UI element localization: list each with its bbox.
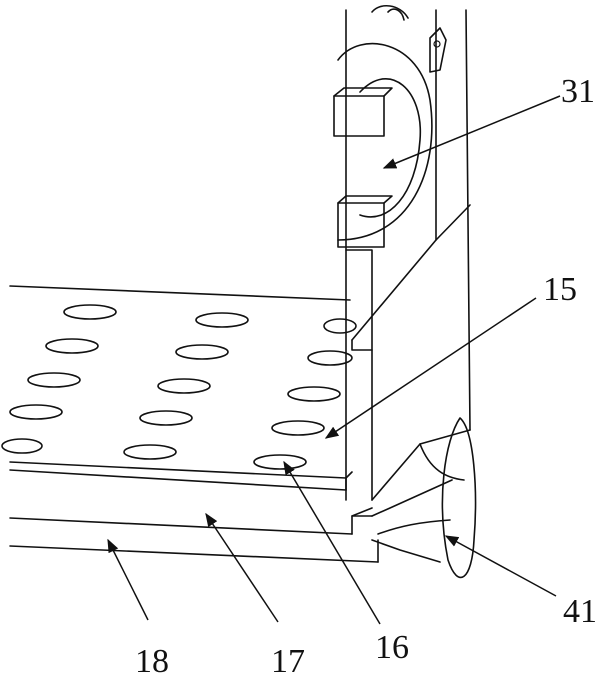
clamp-blocks [333,87,393,248]
label-18: 18 [135,643,169,680]
label-31: 31 [561,73,595,110]
lower-plate-17 [9,515,379,563]
label-41: 41 [563,593,597,630]
perforated-plate [9,285,353,491]
label-15: 15 [543,271,577,308]
funnel [351,417,477,579]
label-16: 16 [375,629,409,666]
tab-fixture [429,27,447,73]
circular-boss [337,5,433,241]
plate-holes [1,304,357,470]
leader-lines [107,95,561,625]
label-17: 17 [271,643,305,680]
upright-wall [345,9,471,501]
